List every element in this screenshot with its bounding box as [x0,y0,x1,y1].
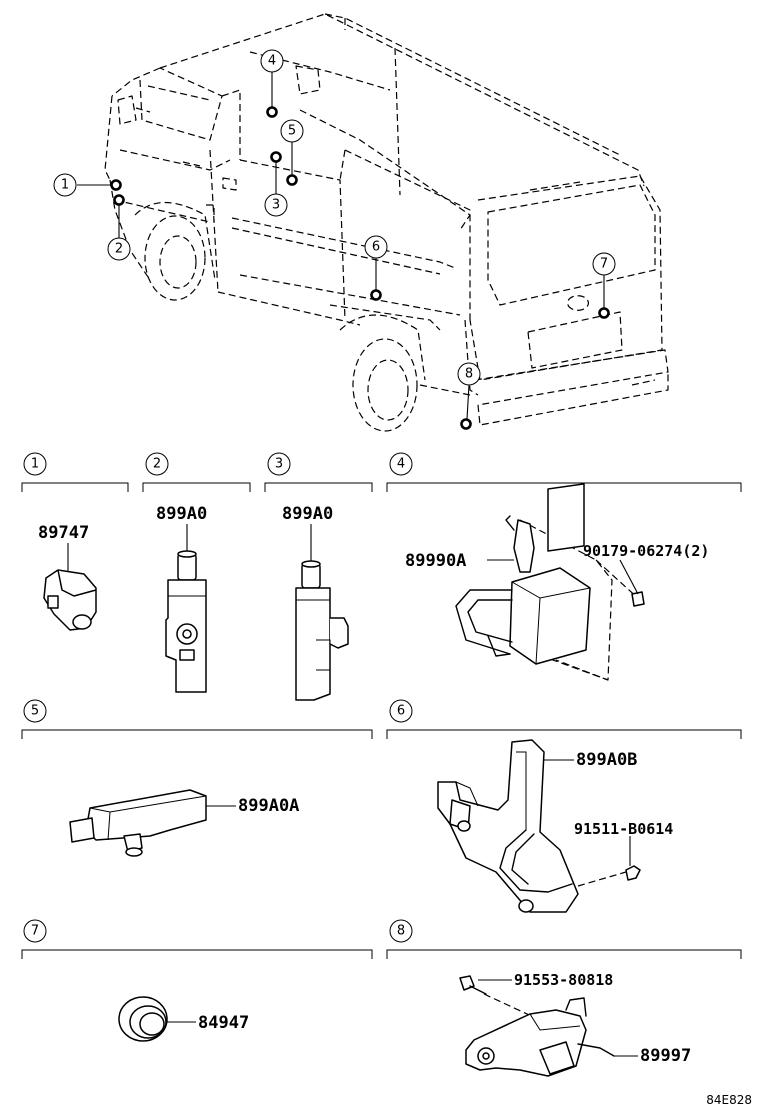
callout-2: 2 [115,242,123,257]
sensor-locations [110,106,610,430]
section-4-number: 4 [397,457,405,472]
part-4-drawing [455,483,645,681]
callout-circle-7 [592,252,616,276]
section-headers: 1 2 3 4 5 6 7 8 [21,452,742,959]
callout-circle-6 [364,235,388,259]
callout-1: 1 [61,178,69,193]
callout-7: 7 [600,257,608,272]
part-number-84947: 84947 [198,1013,249,1033]
location-dot-3 [270,151,282,163]
part-6-drawing [437,739,641,913]
part-number-91511-B0614: 91511-B0614 [574,820,673,838]
section-5-number: 5 [31,704,39,719]
location-dot-1 [110,179,122,191]
callout-circle-2 [107,237,131,261]
part-number-89997: 89997 [640,1046,691,1066]
location-dot-7 [598,307,610,319]
callout-8: 8 [465,367,473,382]
callout-circle-4 [260,49,284,73]
callout-circle-5 [280,119,304,143]
part-2-drawing [165,524,207,693]
callout-4: 4 [268,54,276,69]
callout-5: 5 [288,124,296,139]
location-dot-5 [286,174,298,186]
part-1-drawing [43,543,97,631]
callout-circle-1 [53,173,77,197]
callout-3: 3 [272,198,280,213]
part-number-899A0A: 899A0A [238,796,299,816]
part-7-drawing [118,996,196,1042]
section-6-number: 6 [397,704,405,719]
section-8-number: 8 [397,924,405,939]
section-1-number: 1 [31,457,39,472]
part-number-90179-06274: 90179-06274(2) [583,542,709,560]
part-number-899A0B: 899A0B [576,750,637,770]
section-7-number: 7 [31,924,39,939]
part-number-91553-80818: 91553-80818 [514,971,613,989]
callout-circle-8 [457,362,481,386]
location-dot-4 [266,106,278,118]
callout-6: 6 [372,240,380,255]
illustration-code: 84E828 [706,1093,752,1107]
part-number-89990A: 89990A [405,551,466,571]
section-3-number: 3 [275,457,283,472]
part-8-drawing [459,975,638,1077]
part-3-drawing [295,524,349,701]
location-dot-2 [113,194,125,206]
van-illustration [104,13,669,432]
part-number-89747: 89747 [38,523,89,543]
location-dot-8 [460,418,472,430]
van-callouts: 1 2 3 4 5 6 7 8 [53,49,616,420]
part-5-drawing [69,789,236,857]
part-number-899A0-section-2: 899A0 [156,504,207,524]
location-dot-6 [370,289,382,301]
section-2-number: 2 [153,457,161,472]
part-number-899A0-section-3: 899A0 [282,504,333,524]
callout-circle-3 [264,193,288,217]
